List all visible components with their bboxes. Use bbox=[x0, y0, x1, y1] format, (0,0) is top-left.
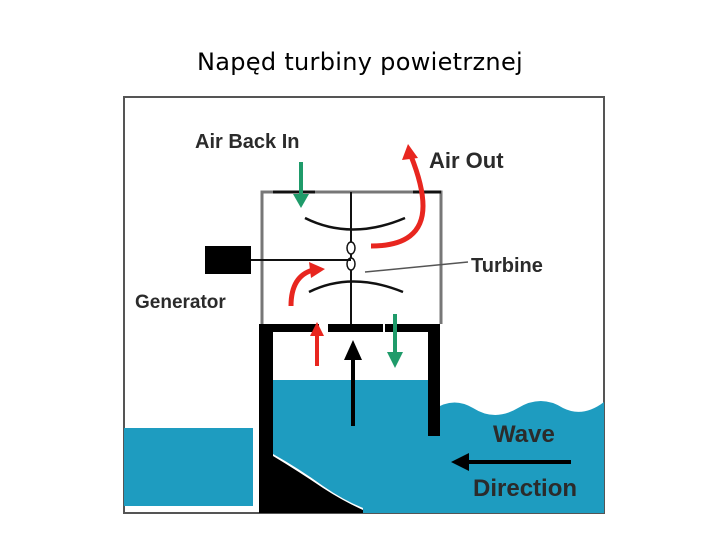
owc-turbine-diagram: Air Back In Air Out Turbine Generator Wa… bbox=[123, 96, 605, 514]
turbine-hub-upper bbox=[346, 241, 356, 255]
slide-title: Napęd turbiny powietrznej bbox=[197, 48, 523, 76]
chamber-top-right bbox=[385, 324, 440, 332]
label-air-out: Air Out bbox=[429, 148, 504, 173]
label-turbine: Turbine bbox=[471, 255, 543, 277]
turbine-pointer bbox=[364, 261, 469, 273]
seabed bbox=[259, 424, 363, 513]
turbine-blade-lower bbox=[308, 280, 404, 294]
air-out-arrow bbox=[370, 144, 426, 249]
green-down-arrow bbox=[387, 314, 403, 368]
label-air-back-in: Air Back In bbox=[195, 131, 299, 153]
chamber-top-left bbox=[259, 324, 319, 332]
generator-box bbox=[205, 246, 251, 274]
chamber-right-wall bbox=[428, 324, 440, 436]
chamber-water bbox=[273, 380, 428, 434]
turbine-red-arrow bbox=[288, 262, 325, 307]
wave-direction-arrow bbox=[451, 453, 571, 471]
air-back-in-arrow bbox=[293, 162, 309, 208]
seabed-slope-water bbox=[273, 434, 363, 508]
label-wave: Wave bbox=[493, 421, 555, 448]
black-rising-arrow bbox=[344, 340, 362, 426]
turbine-blade-upper bbox=[304, 216, 406, 231]
chamber-top-mid bbox=[328, 324, 383, 332]
open-sea-water bbox=[363, 401, 604, 513]
chamber-left-wall bbox=[259, 324, 273, 506]
label-direction: Direction bbox=[473, 475, 577, 502]
label-generator: Generator bbox=[135, 292, 226, 313]
sea-water bbox=[124, 428, 253, 506]
red-rising-arrow bbox=[310, 322, 324, 366]
